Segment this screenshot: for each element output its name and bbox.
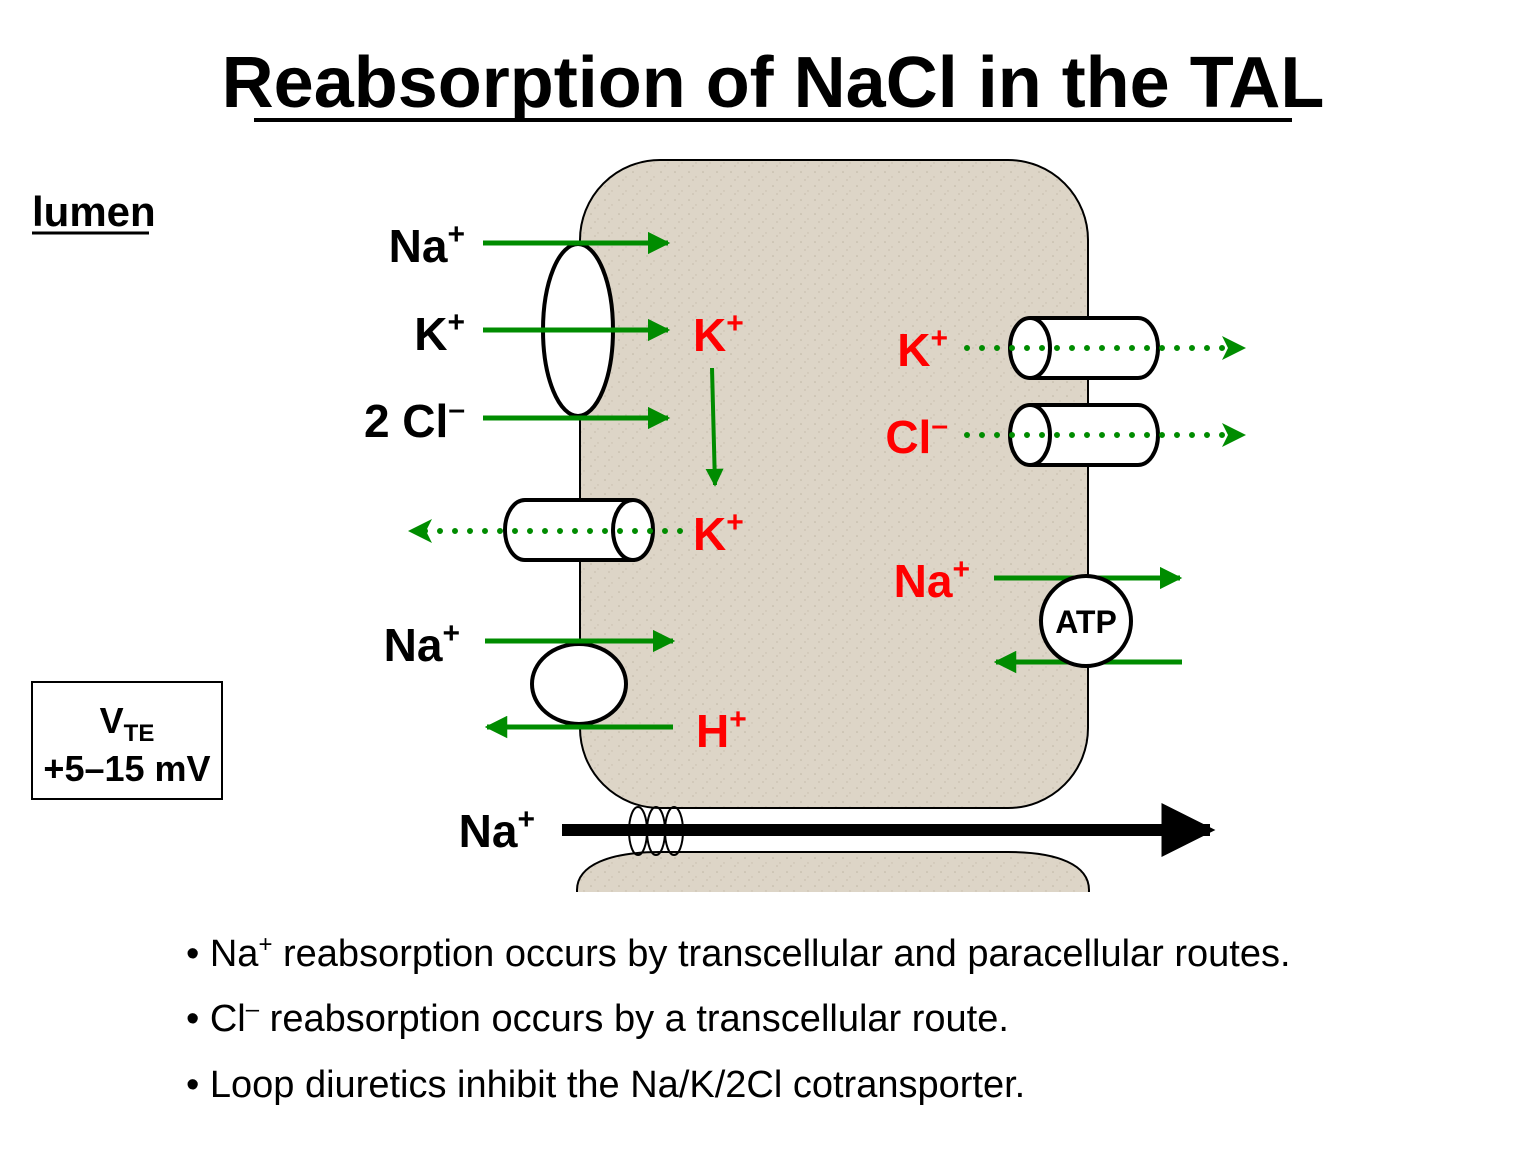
atp-label: ATP <box>1055 604 1117 640</box>
baso-k-channel-body <box>1030 316 1160 380</box>
adjacent-cell <box>576 851 1090 892</box>
paracellular-pathway: Na+ <box>459 803 1216 857</box>
basolateral-k-channel: K+ <box>897 316 1246 380</box>
nhe-na-label: Na+ <box>384 617 460 671</box>
bullet-item: • Na+ reabsorption occurs by transcellul… <box>186 931 1291 975</box>
vte-symbol: VTE <box>100 700 155 747</box>
nhe-transporter-icon <box>530 642 628 726</box>
nkcc2-na-label: Na+ <box>389 218 465 272</box>
tal-cell <box>579 159 1089 809</box>
paracellular-na-label: Na+ <box>459 803 535 857</box>
baso-cl-arrowhead <box>1222 423 1246 447</box>
apical-k-channel <box>408 498 683 562</box>
baso-cl-channel-body <box>1030 403 1160 467</box>
pump-na-label: Na+ <box>894 553 970 607</box>
na-h-exchanger: Na+ H+ <box>384 617 747 757</box>
k-efflux-arrowhead <box>408 519 432 543</box>
baso-k-label: K+ <box>897 322 948 376</box>
baso-k-arrowhead <box>1222 336 1246 360</box>
basolateral-cl-channel: Cl– <box>885 403 1246 467</box>
k-recycle-arrow <box>705 367 724 487</box>
atp-pump-icon <box>1039 574 1133 668</box>
tight-junction-strand-icon <box>664 806 684 856</box>
vte-box-frame <box>31 681 223 800</box>
nkcc2-k-label: K+ <box>414 306 465 360</box>
na-k-atpase: ATP Na+ <box>894 553 1183 674</box>
bullet-item: • Cl– reabsorption occurs by a transcell… <box>186 996 1009 1040</box>
apical-k-channel-body <box>503 498 633 562</box>
lumen-label: lumen <box>32 188 156 235</box>
k-recycling: K+ K+ <box>693 307 744 560</box>
nkcc2-cl-label: 2 Cl– <box>364 393 465 447</box>
bullet-list: • Na+ reabsorption occurs by transcellul… <box>186 931 1291 1106</box>
cell-k-top-label: K+ <box>693 307 744 361</box>
nhe-h-label: H+ <box>696 703 747 757</box>
vte-box: VTE +5–15 mV <box>31 681 223 800</box>
cell-k-bottom-label: K+ <box>693 506 744 560</box>
page-title: Reabsorption of NaCl in the TAL <box>222 43 1325 123</box>
bullet-item: • Loop diuretics inhibit the Na/K/2Cl co… <box>186 1064 1025 1106</box>
vte-value: +5–15 mV <box>43 748 210 789</box>
baso-cl-label: Cl– <box>885 409 948 463</box>
nkcc2-cotransporter: Na+ K+ 2 Cl– <box>364 218 671 447</box>
